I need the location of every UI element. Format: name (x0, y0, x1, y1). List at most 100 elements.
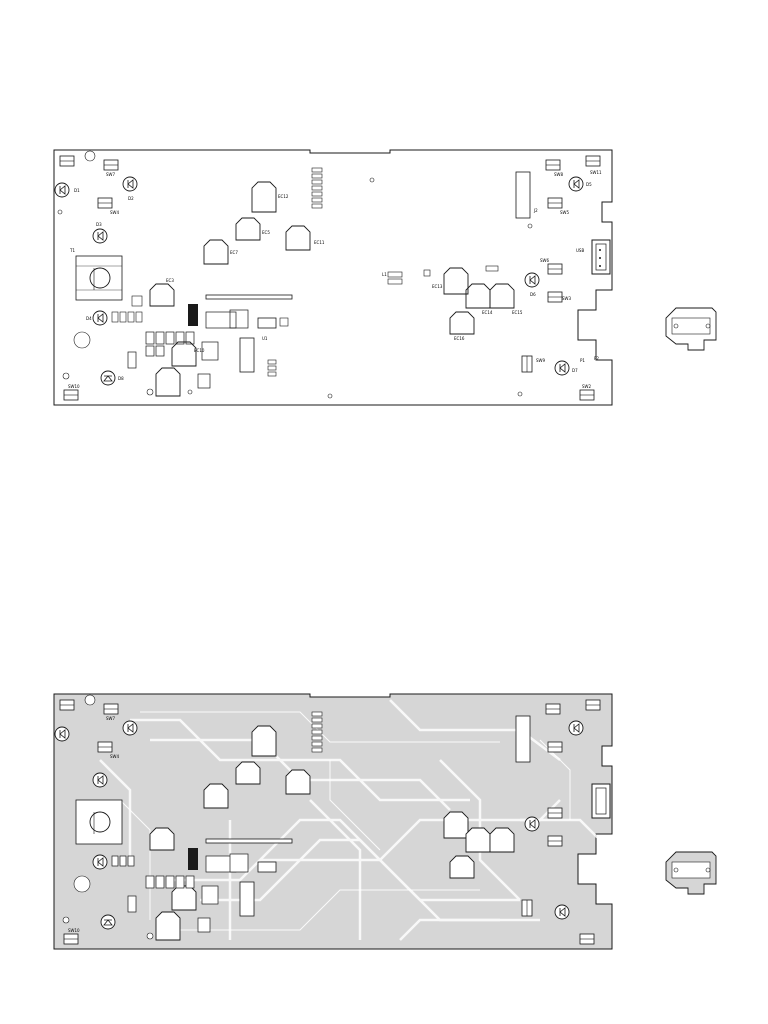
diode-d5 (568, 720, 584, 736)
switch-sw11 (585, 155, 601, 167)
ic-cluster (197, 853, 249, 933)
ic-u1 (239, 337, 255, 373)
diode-d1 (54, 726, 70, 742)
capacitor-ec16 (449, 311, 475, 335)
ic-u3 (257, 317, 277, 329)
switch-sw6 (547, 263, 563, 275)
switch-sw5 (547, 197, 563, 209)
capacitor-ec6 (155, 367, 181, 397)
label-d4: D4 (86, 316, 92, 321)
label-l1: L1 (382, 272, 387, 277)
switch-sw4 (97, 197, 113, 209)
switch-sw11 (585, 699, 601, 711)
diode-d3 (92, 772, 108, 788)
capacitor-ec3 (149, 827, 175, 851)
side-connector (665, 851, 717, 895)
connector-j2 (515, 715, 531, 763)
capacitor-ec7 (203, 239, 229, 265)
capacitor-ec14 (465, 827, 491, 853)
label-j2: J2 (533, 208, 538, 213)
label-sw10: SW10 (68, 384, 80, 389)
usb-connector (591, 783, 611, 819)
label-sw4: SW4 (110, 210, 119, 215)
label-sw9: SW9 (536, 358, 545, 363)
resistor-array-left (111, 295, 143, 323)
ic-u2 (188, 848, 198, 870)
switch-sw3 (547, 291, 563, 303)
diode-d5 (568, 176, 584, 192)
label-ec10: EC10 (194, 348, 205, 353)
label-p2: P2 (594, 356, 599, 361)
label-ec15: EC15 (512, 310, 523, 315)
label-d8: D8 (118, 376, 124, 381)
capacitor-ec3 (149, 283, 175, 307)
label-t1: T1 (69, 248, 75, 253)
header-strip-j1 (205, 294, 293, 300)
label-sw4-bottom: SW4 (110, 754, 119, 759)
capacitor-ec5 (235, 217, 261, 241)
diode-d6 (524, 272, 540, 288)
label-u1: U1 (262, 336, 268, 341)
capacitor-ec14 (465, 283, 491, 309)
switch-sw9 (521, 899, 533, 917)
label-ec7: EC7 (230, 250, 238, 255)
label-sw6: SW6 (540, 258, 549, 263)
label-sw10-bottom: SW10 (68, 928, 80, 933)
label-sw11: SW11 (590, 170, 602, 175)
diode-d2 (122, 720, 138, 736)
ic-u3 (257, 861, 277, 873)
header-strip-j1 (205, 838, 293, 844)
capacitor-ec13 (443, 811, 469, 839)
label-ec11: EC11 (314, 240, 325, 245)
label-d1: D1 (74, 188, 80, 193)
switch-sw8 (545, 703, 561, 715)
label-p1: P1 (580, 358, 585, 363)
diode-d3 (92, 228, 108, 244)
switch-sw6 (547, 807, 563, 819)
label-sw7: SW7 (106, 172, 115, 177)
pcb-silkscreen-view: SW7 SW4 SW10 SW8 SW11 SW5 SW6 (53, 149, 717, 406)
label-sw8: SW8 (554, 172, 563, 177)
capacitor-ec12 (251, 725, 277, 757)
ic-u1 (239, 881, 255, 917)
diode-d4 (92, 854, 108, 870)
label-ec14: EC14 (482, 310, 493, 315)
diode-d7 (554, 904, 570, 920)
switch-sw9 (521, 355, 533, 373)
label-ec13: EC13 (432, 284, 443, 289)
label-d2: D2 (128, 196, 134, 201)
switch-sw7 (103, 159, 119, 171)
capacitor-ec11 (285, 225, 311, 251)
capacitor-ec16 (449, 855, 475, 879)
label-d6: D6 (530, 292, 536, 297)
switch-sw10 (59, 155, 75, 167)
switch-sw10b (63, 389, 79, 401)
diode-d8 (100, 914, 116, 930)
switch-sw4 (97, 741, 113, 753)
transformer-t1 (75, 255, 123, 301)
diode-d2 (122, 176, 138, 192)
diode-d7 (554, 360, 570, 376)
label-d5: D5 (586, 182, 592, 187)
label-sw2: SW2 (582, 384, 591, 389)
ic-cluster (197, 309, 289, 389)
label-sw5: SW5 (560, 210, 569, 215)
label-ec12: EC12 (278, 194, 289, 199)
resistor-ladder-top (311, 167, 323, 209)
switch-sw8 (545, 159, 561, 171)
diode-d1 (54, 182, 70, 198)
diode-d4 (92, 310, 108, 326)
label-usb: USB (576, 248, 584, 253)
resistor-ladder-top (311, 711, 323, 753)
switch-sw5 (547, 741, 563, 753)
side-connector (665, 307, 717, 351)
board-outline (53, 149, 613, 406)
capacitor-ec6 (155, 911, 181, 941)
resistor-array-mid (111, 855, 195, 913)
switch-sw2 (579, 933, 595, 945)
diode-d6 (524, 816, 540, 832)
label-ec5: EC5 (262, 230, 270, 235)
switch-sw3 (547, 835, 563, 847)
label-sw7-bottom: SW7 (106, 716, 115, 721)
pcb-copper-view: SW7 SW4 SW10 (53, 693, 717, 950)
